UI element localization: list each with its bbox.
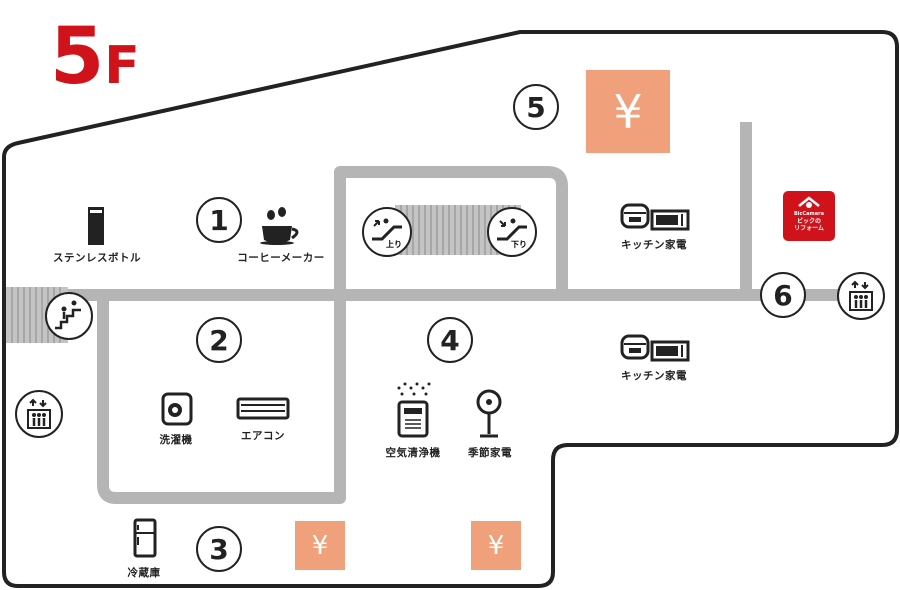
air-purifier-icon: [397, 382, 431, 438]
label-air-purifier[interactable]: 空気清浄機: [385, 447, 441, 459]
house-logo-icon: [798, 196, 820, 208]
floor-number: 5: [50, 12, 104, 102]
refrigerator-icon: [133, 518, 157, 558]
escalator-down-label: 下り: [511, 240, 527, 249]
elevator-icon-right[interactable]: [837, 272, 885, 320]
floor-suffix: F: [104, 36, 140, 96]
elevator-icon-left[interactable]: [15, 390, 63, 438]
label-seasonal-appliances[interactable]: 季節家電: [468, 447, 512, 459]
walkways: [6, 122, 876, 504]
rice-cooker-icon-2: [620, 334, 650, 360]
zone-5-marker[interactable]: 5: [513, 84, 559, 130]
bic-reform-logo[interactable]: BicCamera ビックの リフォーム: [783, 191, 835, 241]
microwave-icon-2: [650, 340, 690, 362]
zone-2-marker[interactable]: 2: [196, 317, 242, 363]
zone-6-marker[interactable]: 6: [760, 272, 806, 318]
floor-indicator: 5F: [50, 18, 140, 96]
zone-3-marker[interactable]: 3: [196, 526, 242, 572]
label-stainless-bottle[interactable]: ステンレスボトル: [53, 252, 141, 264]
zone-1-marker[interactable]: 1: [196, 197, 242, 243]
rice-cooker-icon: [620, 203, 650, 229]
label-air-conditioner[interactable]: エアコン: [241, 430, 285, 442]
label-washing-machine[interactable]: 洗濯機: [159, 434, 193, 446]
zone-4-marker[interactable]: 4: [427, 317, 473, 363]
air-conditioner-icon: [236, 397, 290, 420]
logo-line-3: リフォーム: [794, 225, 824, 232]
floor-outline: [2, 30, 899, 588]
escalator-up-icon[interactable]: 上り: [362, 207, 412, 257]
microwave-icon: [650, 209, 690, 231]
coffee-cup-icon: [260, 207, 299, 245]
label-kitchen-appliances-bottom[interactable]: キッチン家電: [621, 370, 687, 382]
atm-icon-zone-3[interactable]: ¥: [295, 521, 345, 570]
label-kitchen-appliances-top[interactable]: キッチン家電: [621, 239, 687, 251]
fan-icon: [476, 389, 502, 438]
escalator-down-icon[interactable]: 下り: [487, 207, 537, 257]
label-coffee-maker[interactable]: コーヒーメーカー: [237, 252, 325, 264]
washing-machine-icon: [161, 392, 193, 426]
stairs-icon[interactable]: [45, 292, 93, 340]
atm-icon-zone-4[interactable]: ¥: [471, 521, 521, 570]
atm-icon-large[interactable]: ¥: [586, 70, 670, 153]
label-refrigerator[interactable]: 冷蔵庫: [127, 567, 161, 579]
bottle-icon: [88, 207, 104, 245]
escalator-up-label: 上り: [386, 240, 402, 249]
logo-line-1: BicCamera: [794, 211, 824, 217]
logo-line-2: ビックの: [796, 218, 821, 225]
